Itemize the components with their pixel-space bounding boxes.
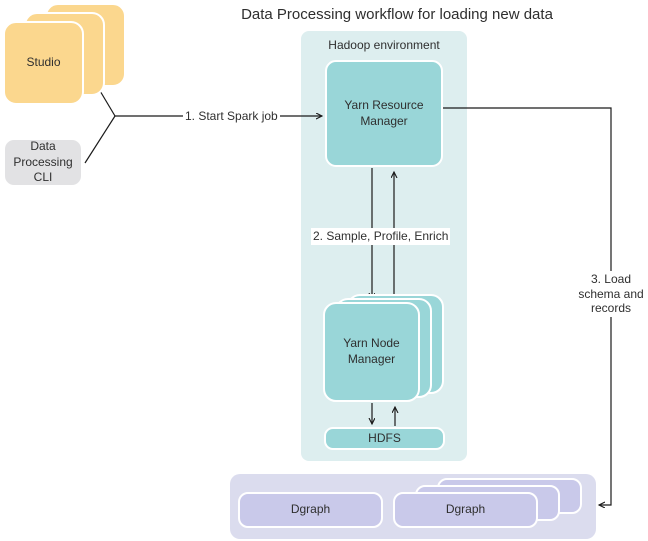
start-spark-job-edge-label: 1. Start Spark job: [183, 108, 280, 125]
load-schema-records-edge-label: 3. Load schema and records: [577, 271, 645, 317]
dgraph-right-node: Dgraph: [393, 492, 538, 528]
data-processing-cli-node: Data Processing CLI: [3, 138, 83, 187]
hdfs-node: HDFS: [324, 427, 445, 450]
dgraph-right-label: Dgraph: [445, 502, 486, 517]
data-processing-cli-label: Data Processing CLI: [13, 139, 73, 185]
hadoop-environment-label: Hadoop environment: [328, 38, 440, 52]
sample-profile-enrich-edge-label: 2. Sample, Profile, Enrich: [311, 228, 451, 245]
studio-node: Studio: [3, 21, 84, 105]
yarn-resource-manager-node: Yarn Resource Manager: [325, 60, 443, 167]
dgraph-left-node: Dgraph: [238, 492, 383, 528]
yarn-node-manager-node: Yarn Node Manager: [323, 302, 420, 402]
dgraph-left-label: Dgraph: [290, 502, 331, 517]
yarn-resource-manager-label: Yarn Resource Manager: [344, 97, 424, 128]
yarn-node-manager-label: Yarn Node Manager: [343, 336, 400, 366]
diagram-title: Data Processing workflow for loading new…: [241, 6, 553, 23]
cli-to-junction-line: [84, 115, 116, 164]
studio-label: Studio: [26, 55, 61, 70]
hdfs-label: HDFS: [368, 430, 401, 445]
